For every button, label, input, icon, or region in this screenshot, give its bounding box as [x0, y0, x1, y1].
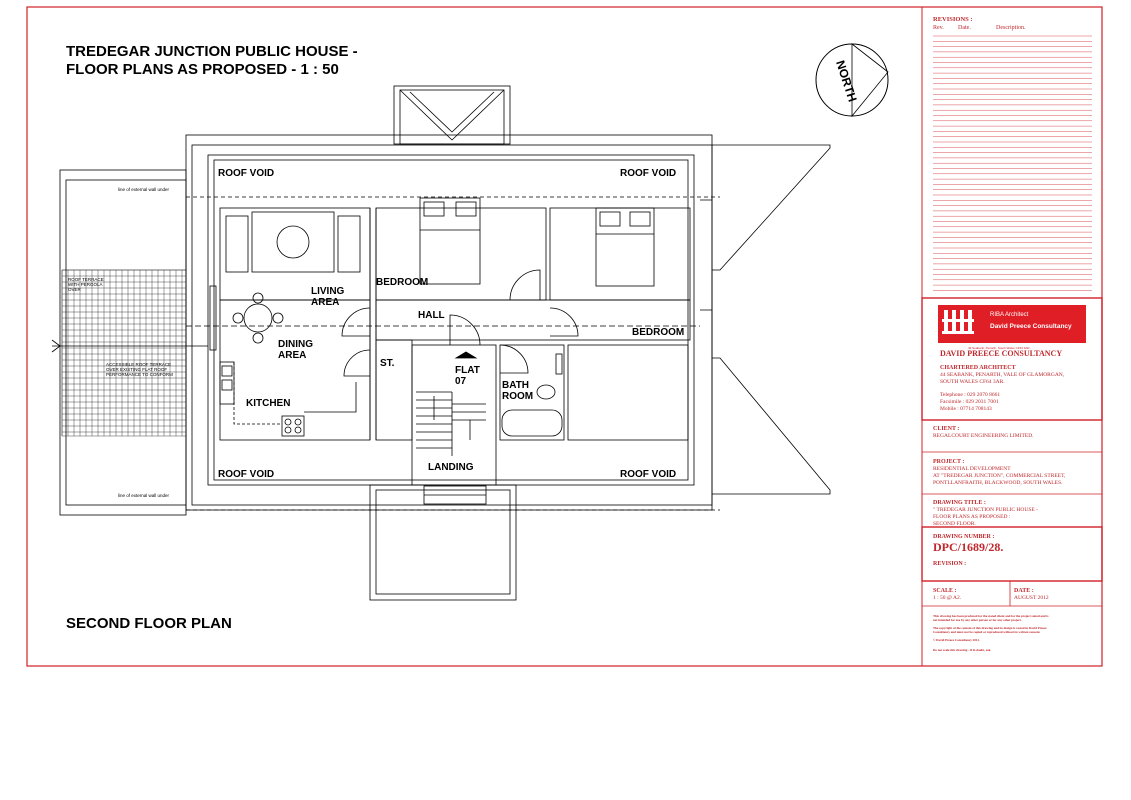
room-label: ST. — [380, 358, 395, 369]
logo-text-3: 44 Seabank, Penarth, South Wales CF64 3A… — [968, 346, 1030, 350]
date-heading: DATE : — [1014, 588, 1034, 594]
note-text: line of external wall under — [118, 493, 170, 498]
room-label: ROOF VOID — [620, 168, 676, 179]
logo-text-1: RIBA Architect — [990, 312, 1029, 318]
north-label: NORTH — [833, 59, 860, 104]
title-block: REVISIONS : Rev. Date. Description. RIBA… — [921, 16, 1103, 652]
room-labels: ROOF VOID ROOF VOID ROOF VOID ROOF VOID … — [218, 168, 684, 480]
room-label: ROOF VOID — [218, 469, 274, 480]
project-heading: PROJECT : — [933, 459, 964, 465]
drawing-title-line: SECOND FLOOR. — [933, 521, 976, 527]
north-arrow-icon: NORTH — [815, 43, 889, 118]
disclaimer-text: This drawing has been produced for the s… — [933, 614, 1049, 618]
scale-value: 1 : 50 @ A2. — [933, 595, 962, 601]
room-label: ROOM — [502, 391, 533, 402]
address-line: SOUTH WALES CF64 3AR. — [940, 379, 1005, 385]
room-label: LIVING — [311, 286, 345, 297]
drawing-title-line1: TREDEGAR JUNCTION PUBLIC HOUSE - — [66, 43, 358, 60]
note-text: ROOF TERRACE — [68, 277, 104, 282]
drawing-number-heading: DRAWING NUMBER : — [933, 534, 994, 540]
disclaimer-text: not intended for use by any other person… — [933, 618, 1022, 622]
plan-caption: SECOND FLOOR PLAN — [66, 615, 232, 632]
copyright-text: © David Preece Consultancy 2012. — [933, 637, 980, 642]
note-text: ACCESSIBLE ROOF TERRACE — [106, 362, 171, 367]
room-label: HALL — [418, 310, 445, 321]
facsimile: Facsimile : 029 2031 7001 — [940, 399, 999, 405]
revisions-heading: REVISIONS : — [933, 16, 973, 23]
note-text: line of external wall under — [118, 187, 170, 192]
drawing-number-box — [921, 526, 1103, 582]
date-value: AUGUST 2012 — [1014, 595, 1049, 601]
plan-notes: line of external wall under line of exte… — [68, 187, 173, 498]
note-text: WITH PERGOLA — [68, 282, 103, 287]
telephone: Telephone : 029 2070 8661 — [940, 392, 1000, 398]
room-label: DINING — [278, 339, 313, 350]
floor-plan — [59, 85, 831, 601]
drawing-title-line2: FLOOR PLANS AS PROPOSED - 1 : 50 — [66, 61, 339, 78]
note-text: OVER — [68, 287, 82, 292]
room-label: AREA — [278, 350, 306, 361]
do-not-scale-note: Do not scale this drawing - if in doubt,… — [933, 648, 991, 652]
revision-lines — [933, 35, 1092, 291]
room-label: BEDROOM — [376, 277, 428, 288]
room-label: AREA — [311, 297, 339, 308]
date-column: Date. — [958, 25, 971, 31]
note-text: OVER EXISTING FLAT ROOF — [106, 367, 167, 372]
roof-terrace-grid — [51, 269, 208, 437]
client-heading: CLIENT : — [933, 426, 959, 432]
project-line: PONTLLANFRAITH, BLACKWOOD, SOUTH WALES. — [933, 480, 1063, 486]
room-label: ROOF VOID — [620, 469, 676, 480]
revision-heading: REVISION : — [933, 561, 966, 567]
logo-text-2: David Preece Consultancy — [990, 323, 1072, 330]
client-name: REGALCOURT ENGINEERING LIMITED. — [933, 433, 1034, 439]
room-label: FLAT — [455, 365, 480, 376]
description-column: Description. — [996, 25, 1026, 31]
copyright-text: The copyright of the content of this dra… — [933, 626, 1047, 630]
copyright-text: Consultancy and must not be copied or re… — [933, 630, 1041, 634]
project-line: RESIDENTIAL DEVELOPMENT — [933, 466, 1011, 472]
room-label: LANDING — [428, 462, 474, 473]
mobile: Mobile : 07714 708143 — [940, 406, 992, 412]
scale-heading: SCALE : — [933, 588, 957, 594]
riba-logo-icon — [942, 310, 974, 334]
firm-name: DAVID PREECE CONSULTANCY — [940, 349, 1062, 358]
drawing-title-line: FLOOR PLANS AS PROPOSED : — [933, 514, 1011, 520]
project-line: AT "TREDEGAR JUNCTION", COMMERCIAL STREE… — [933, 473, 1066, 479]
room-label: BEDROOM — [632, 327, 684, 338]
room-label: KITCHEN — [246, 398, 290, 409]
room-label: ROOF VOID — [218, 168, 274, 179]
address-line: 44 SEABANK, PENARTH, VALE OF GLAMORGAN, — [940, 372, 1065, 378]
rev-column: Rev. — [933, 25, 944, 31]
firm-role: CHARTERED ARCHITECT — [940, 365, 1016, 371]
room-label: 07 — [455, 376, 467, 387]
drawing-title-heading: DRAWING TITLE : — [933, 500, 986, 506]
drawing-number: DPC/1689/28. — [933, 540, 1003, 554]
room-label: BATH — [502, 380, 529, 391]
drawing-title-line: " TREDEGAR JUNCTION PUBLIC HOUSE - — [933, 507, 1038, 513]
note-text: PERFORMANCE TO CONFORM — [106, 372, 173, 377]
